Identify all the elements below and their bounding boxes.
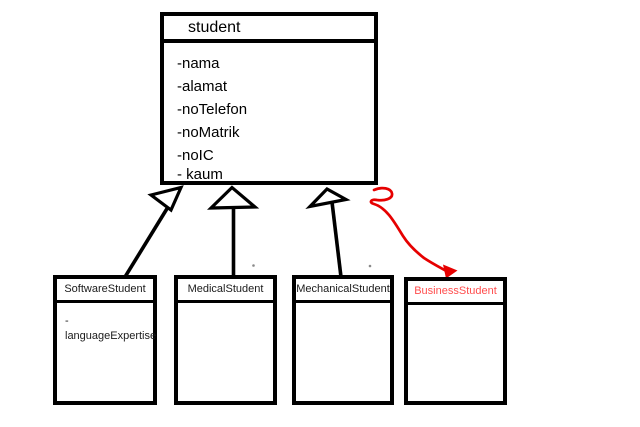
class-attributes-medicalstudent [178, 303, 273, 315]
class-box-student: student -nama -alamat -noTelefon -noMatr… [160, 12, 378, 185]
attribute-kaum: - kaum [177, 166, 223, 183]
annotation-squiggle-business [369, 186, 451, 274]
attribute-notelefon: -noTelefon [177, 101, 248, 118]
stray-dot-1 [252, 264, 255, 267]
inheritance-line-software [123, 206, 170, 278]
class-title-student: student [164, 16, 374, 43]
class-box-mechanicalstudent: MechanicalStudent [292, 275, 394, 405]
class-attributes-student: -nama -alamat -noTelefon -noMatrik -noIC… [164, 43, 374, 183]
class-box-softwarestudent: SoftwareStudent -languageExpertise [53, 275, 157, 405]
class-box-medicalstudent: MedicalStudent [174, 275, 277, 405]
attribute-nomatrik: -noMatrik [177, 124, 240, 141]
attribute-languageexpertise: -languageExpertise [65, 315, 157, 342]
inheritance-line-mechanical [330, 201, 343, 278]
attribute-nama: -nama [177, 55, 220, 72]
attribute-alamat: -alamat [177, 78, 228, 95]
stray-dot-2 [368, 264, 372, 268]
class-title-businessstudent: BusinessStudent [408, 281, 503, 305]
attribute-noic: -noIC [177, 147, 214, 164]
class-attributes-mechanicalstudent [296, 303, 390, 315]
class-title-softwarestudent: SoftwareStudent [57, 279, 153, 303]
class-title-mechanicalstudent: MechanicalStudent [296, 279, 390, 303]
inheritance-triangle-mechanical [305, 187, 351, 210]
inheritance-triangle-medical [206, 185, 260, 210]
class-box-businessstudent: BusinessStudent [404, 277, 507, 405]
class-attributes-softwarestudent: -languageExpertise [57, 303, 157, 345]
class-title-medicalstudent: MedicalStudent [178, 279, 273, 303]
inheritance-triangle-software [147, 185, 184, 213]
class-attributes-businessstudent [408, 305, 503, 317]
